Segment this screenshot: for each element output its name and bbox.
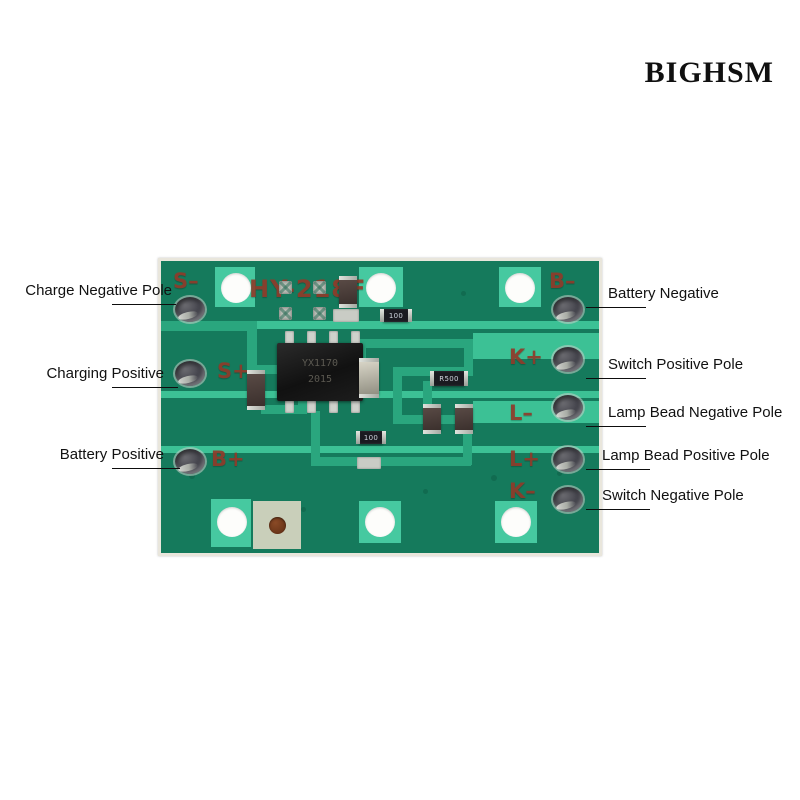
copper-via-large <box>269 517 286 534</box>
leader-lamp-bead-negative-pole <box>586 426 646 427</box>
via-1 <box>189 473 195 479</box>
solder-pad-s-minus[interactable] <box>175 297 205 322</box>
pad-cross-4 <box>313 307 326 320</box>
leader-battery-positive <box>112 468 180 469</box>
solder-pad-b-minus[interactable] <box>553 297 583 322</box>
ic-marking-line-2: 2015 <box>307 374 333 385</box>
ic-lead-5 <box>285 397 294 413</box>
mounting-hole-top-1 <box>221 273 251 303</box>
silkscreen-b-minus: B– <box>549 269 576 293</box>
label-battery-negative: Battery Negative <box>608 285 719 302</box>
solder-pad-s-plus[interactable] <box>175 361 205 386</box>
brand-watermark: BIGHSM <box>644 56 774 89</box>
ic-lead-1 <box>285 331 294 347</box>
via-5 <box>557 471 562 476</box>
trace-bottom-2 <box>311 411 320 466</box>
solder-pad-l-plus[interactable] <box>553 447 583 472</box>
resistor-r500: R500 <box>430 371 468 386</box>
mounting-hole-bottom-2 <box>365 507 395 537</box>
ic-lead-7 <box>329 397 338 413</box>
leader-switch-negative-pole <box>586 509 650 510</box>
trace-left-1 <box>161 321 257 331</box>
solder-pad-b-plus[interactable] <box>175 449 205 474</box>
silkscreen-l-minus: L– <box>509 401 533 425</box>
pad-cross-1 <box>279 281 292 294</box>
ic-lead-8 <box>351 397 360 413</box>
resistor-bottom: 100 <box>356 431 386 444</box>
label-lamp-bead-positive-pole: Lamp Bead Positive Pole <box>602 447 770 464</box>
mounting-hole-top-3 <box>505 273 535 303</box>
silkscreen-k-plus: K+ <box>509 345 543 369</box>
ic-lead-2 <box>307 331 316 347</box>
label-switch-negative-pole: Switch Negative Pole <box>602 487 744 504</box>
label-switch-positive-pole: Switch Positive Pole <box>608 356 744 373</box>
trace-mid-5 <box>393 367 402 423</box>
silkscreen-l-plus: L+ <box>509 447 540 471</box>
leader-charging-positive <box>112 387 178 388</box>
resistor-r500-marking: R500 <box>439 374 459 383</box>
ic-lead-3 <box>329 331 338 347</box>
trace-bottom-1 <box>311 457 471 466</box>
silkscreen-s-minus: S– <box>173 269 199 293</box>
mounting-hole-top-2 <box>366 273 396 303</box>
capacitor-left <box>247 370 265 410</box>
ic-marking-line-1: YX1170 <box>301 358 339 369</box>
copper-gap-2 <box>161 391 599 398</box>
trace-bottom-3 <box>463 423 472 465</box>
trace-mid-3 <box>464 339 473 373</box>
via-2 <box>301 507 306 512</box>
trace-left-5 <box>261 405 307 414</box>
capacitor-top <box>339 276 357 308</box>
mounting-hole-bottom-1 <box>217 507 247 537</box>
label-lamp-bead-negative-pole: Lamp Bead Negative Pole <box>608 404 783 421</box>
ic-soic8: YX1170 2015 <box>277 343 363 401</box>
ic-lead-6 <box>307 397 316 413</box>
solder-pad-l-minus[interactable] <box>553 395 583 420</box>
leader-charge-negative-pole <box>112 304 176 305</box>
label-battery-positive: Battery Positive <box>59 446 164 463</box>
via-4 <box>491 475 497 481</box>
capacitor-mid-1 <box>423 404 441 434</box>
pcb-board: HY-218F S– S+ B+ B– K+ L– L+ K– YX1170 2… <box>161 261 599 553</box>
leader-switch-positive-pole <box>586 378 646 379</box>
via-3 <box>423 489 428 494</box>
leader-lamp-bead-positive-pole <box>586 469 650 470</box>
silkscreen-b-plus: B+ <box>211 447 245 471</box>
capacitor-mid-2 <box>455 404 473 434</box>
mounting-hole-bottom-3 <box>501 507 531 537</box>
resistor-top: 100 <box>380 309 412 322</box>
resistor-bottom-marking: 100 <box>363 433 379 442</box>
silkscreen-s-plus: S+ <box>217 359 250 383</box>
trace-mid-7 <box>423 381 432 425</box>
trace-mid-2 <box>357 339 473 348</box>
component-light <box>359 358 379 398</box>
pad-cross-3 <box>279 307 292 320</box>
label-charge-negative-pole: Charge Negative Pole <box>25 282 172 299</box>
copper-gap-3 <box>161 446 599 453</box>
pad-cross-2 <box>313 281 326 294</box>
via-6 <box>461 291 466 296</box>
trace-left-2 <box>247 321 257 373</box>
pad-bottom-small <box>357 457 381 469</box>
resistor-top-marking: 100 <box>388 311 404 320</box>
copper-gap-1 <box>161 321 599 329</box>
label-charging-positive: Charging Positive <box>46 365 164 382</box>
solder-pad-k-minus[interactable] <box>553 487 583 512</box>
silkscreen-k-minus: K– <box>509 479 536 503</box>
leader-battery-negative <box>586 307 646 308</box>
ic-lead-4 <box>351 331 360 347</box>
solder-pad-k-plus[interactable] <box>553 347 583 372</box>
pad-under-cap <box>333 309 359 322</box>
